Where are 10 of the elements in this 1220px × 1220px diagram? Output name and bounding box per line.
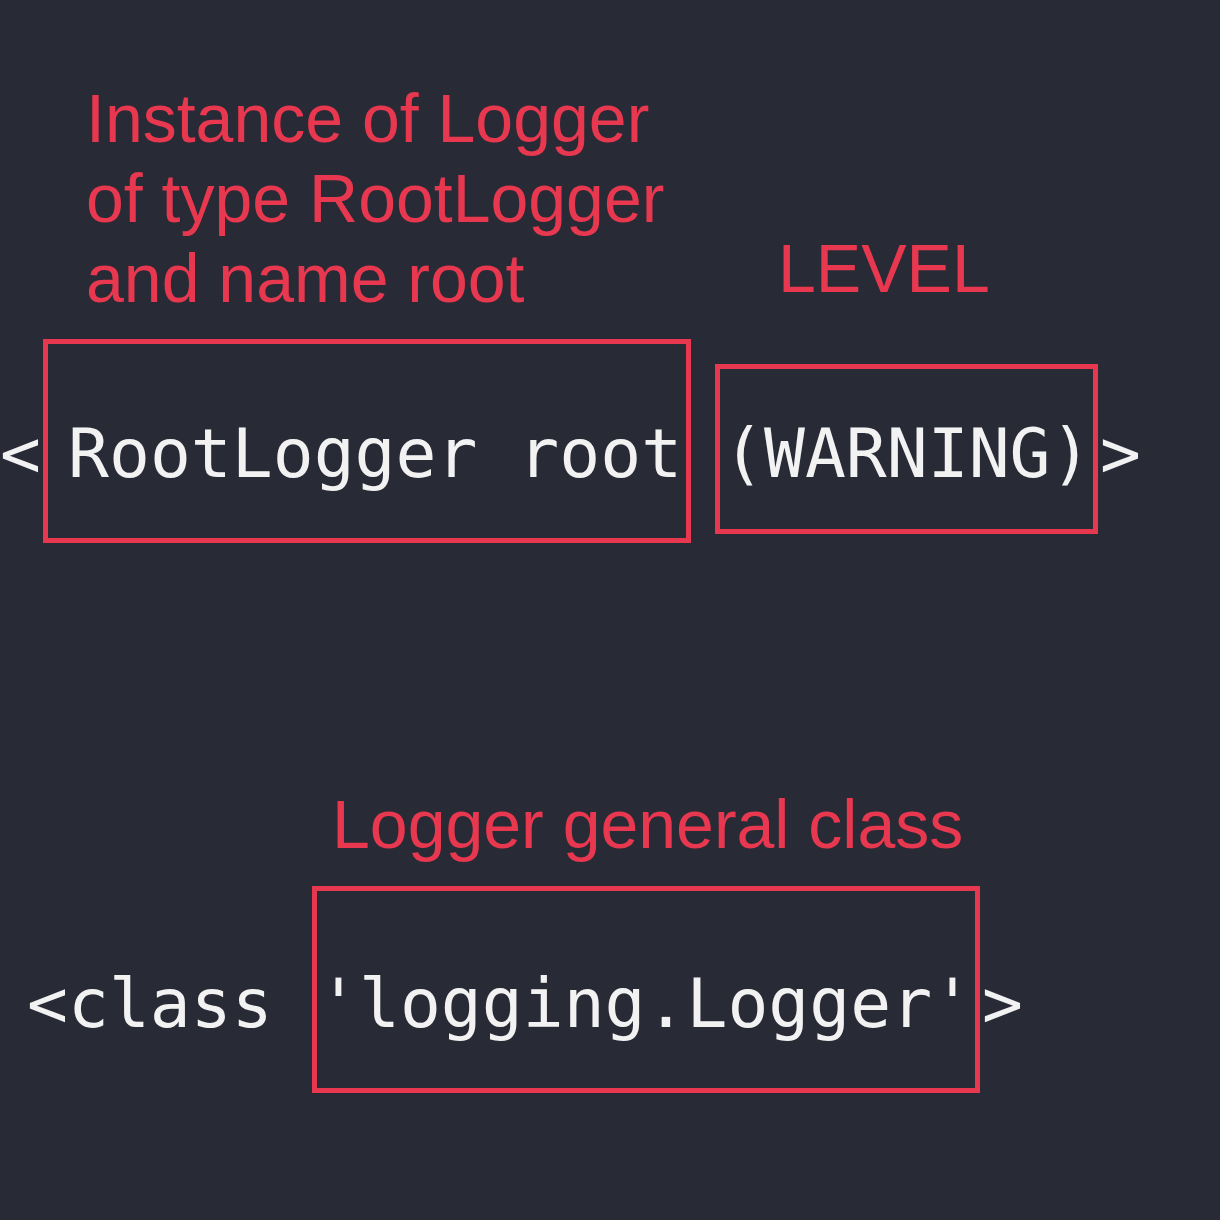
- annotation-text: Instance of Logger of type RootLogger and name root: [86, 79, 666, 318]
- annotation-text: Logger general class: [332, 785, 964, 864]
- code-text: (WARNING): [723, 414, 1092, 494]
- code-text: >: [982, 964, 1023, 1044]
- code-text: <: [0, 414, 41, 494]
- annotation-text: LEVEL: [778, 229, 990, 308]
- code-text: <class: [27, 964, 273, 1044]
- code-text: 'logging.Logger': [318, 964, 974, 1044]
- code-text: RootLogger root: [68, 414, 683, 494]
- code-text: >: [1100, 414, 1141, 494]
